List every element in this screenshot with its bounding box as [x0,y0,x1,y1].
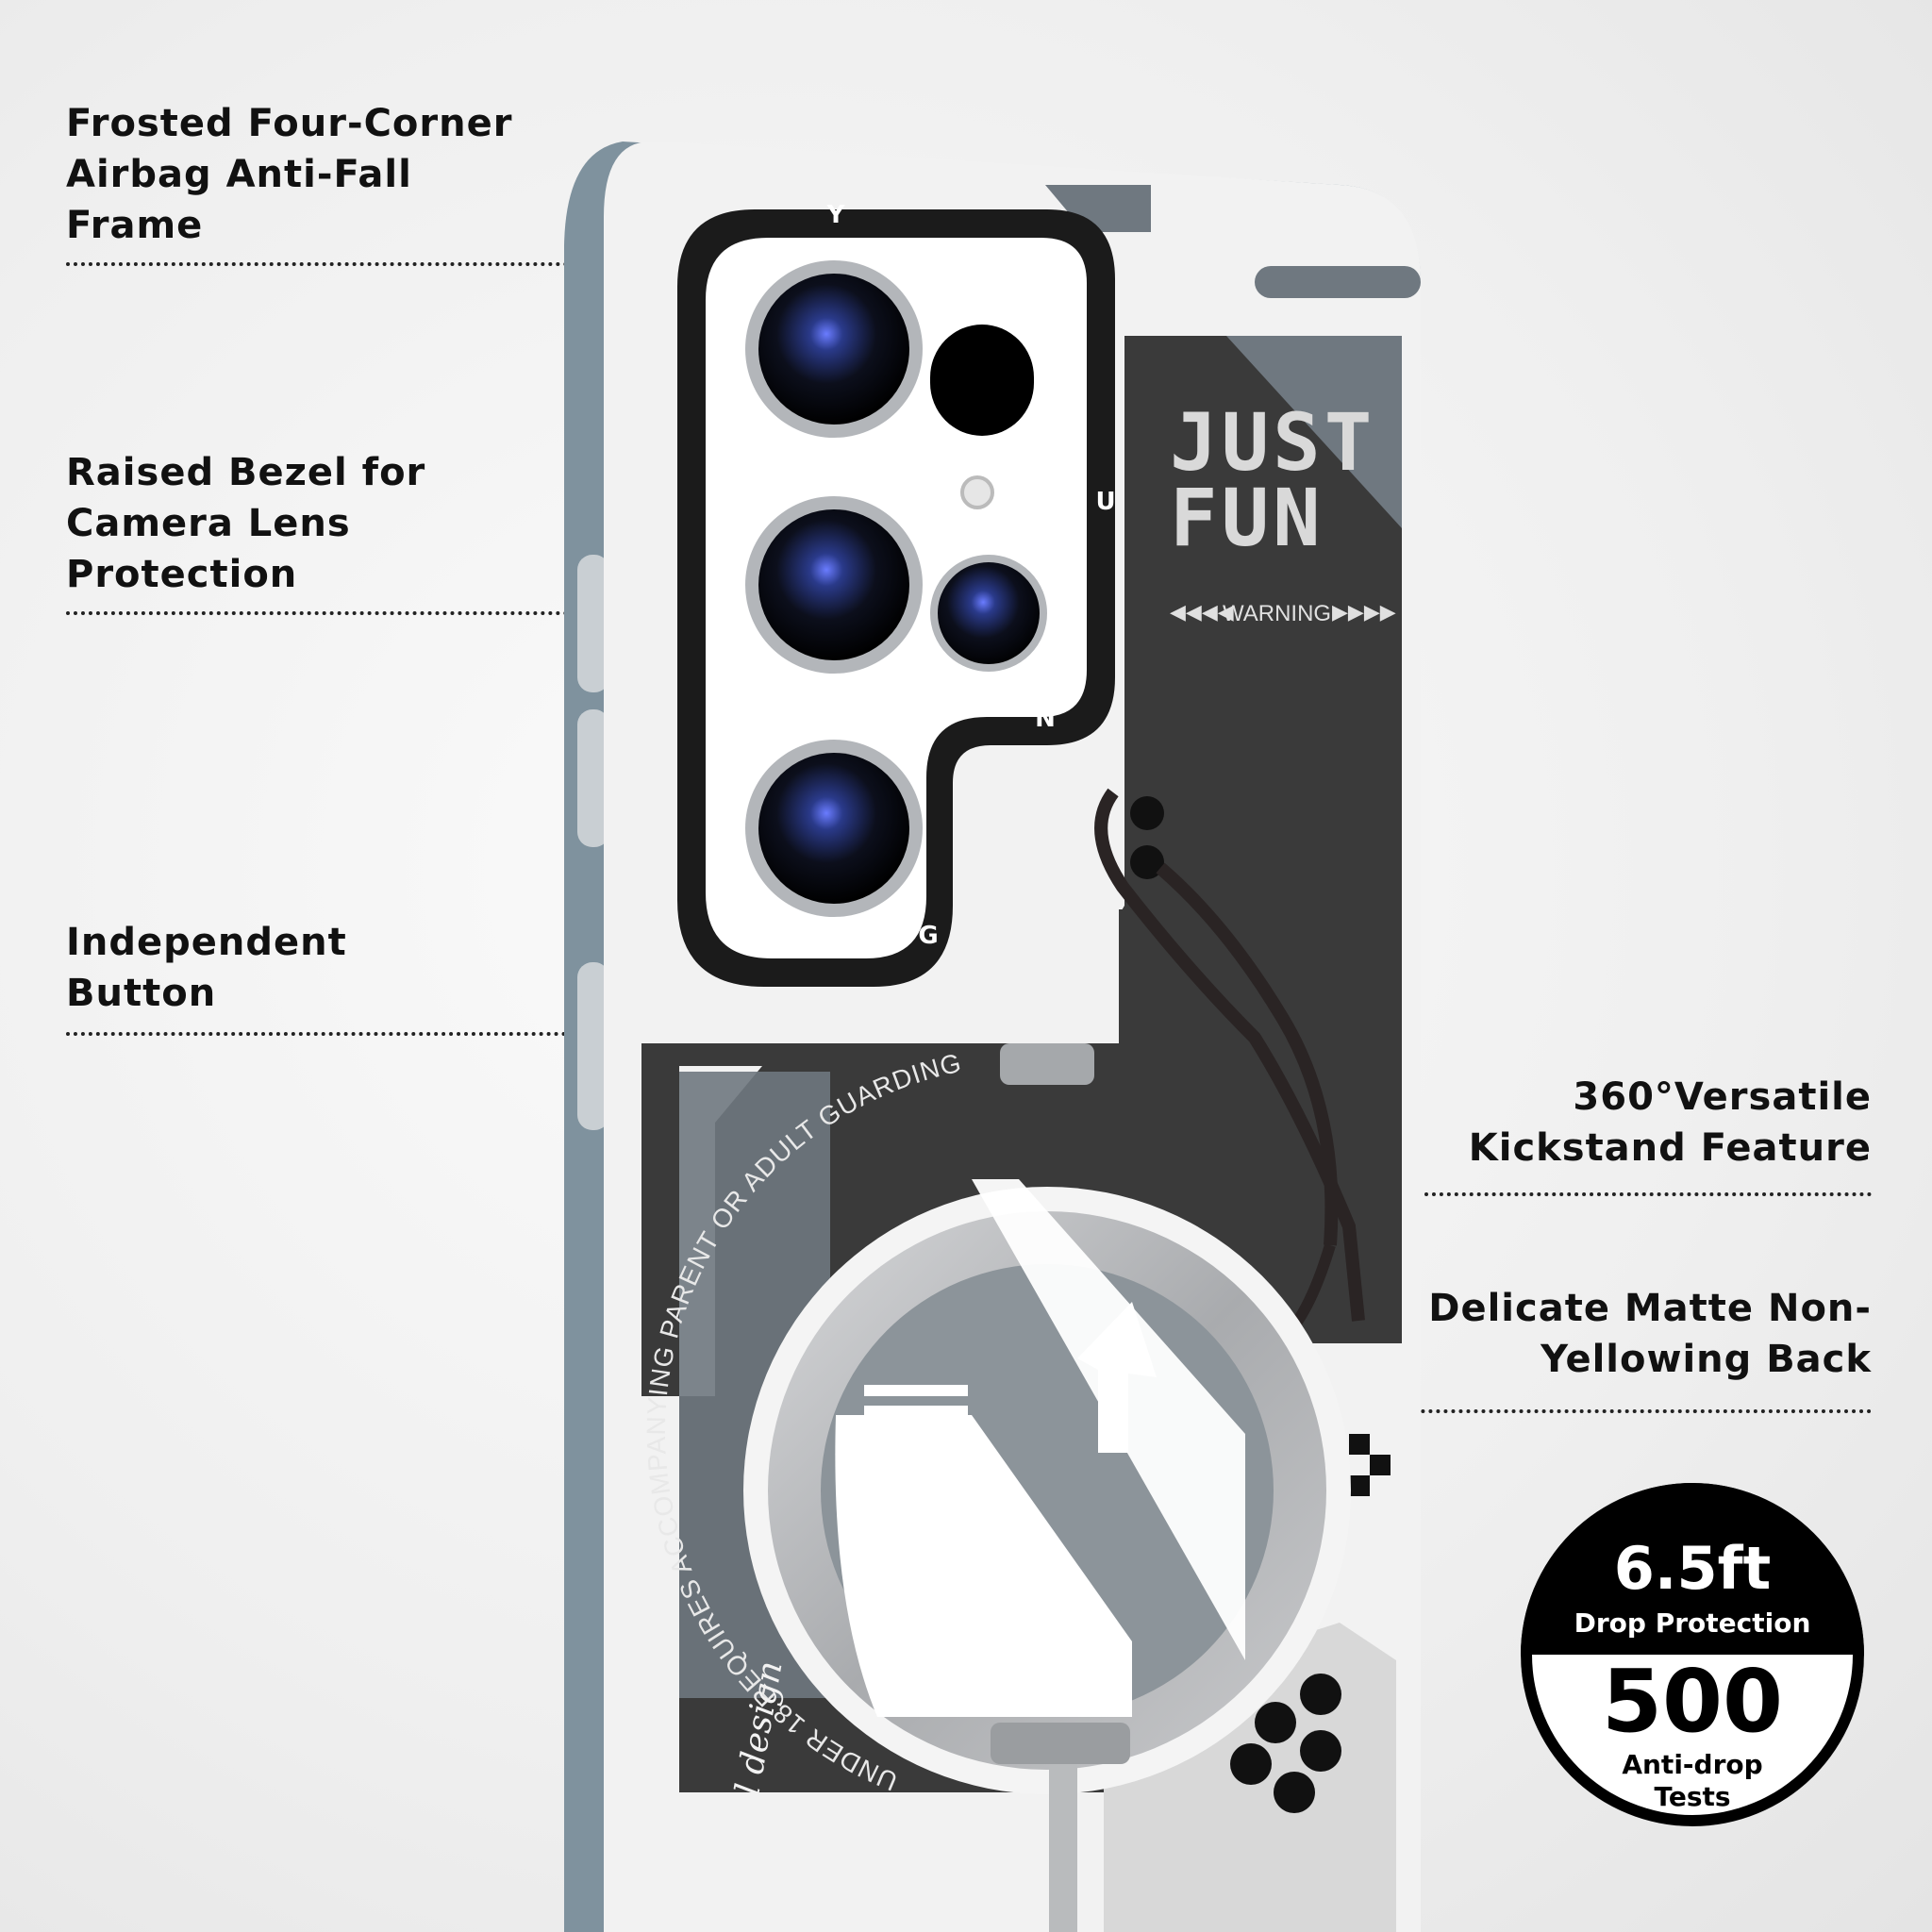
callout-button-line-2: Button [66,972,217,1015]
badge-height-label: Drop Protection [1574,1607,1811,1639]
bezel-letter-t: T [716,382,733,410]
camera-lenses [745,260,1047,917]
power-button [577,962,609,1130]
badge-count-label-2: Tests [1654,1781,1731,1812]
callout-bezel: Raised Bezel for Camera Lens Protection [66,447,425,600]
callout-frame-leader [66,262,613,266]
callout-back-line-2: Yellowing Back [1541,1338,1872,1381]
callout-frame: Frosted Four-Corner Airbag Anti-Fall Fra… [66,98,512,251]
volume-up-button [577,555,609,692]
lanyard-hole-1 [1130,796,1164,830]
callout-frame-line-3: Frame [66,204,204,247]
flash-icon [960,475,994,509]
callout-bezel-line-3: Protection [66,553,298,596]
four-dot-graphic [1230,1674,1341,1813]
badge-count: 500 [1601,1651,1784,1752]
callout-bezel-leader [66,611,726,615]
bezel-letter-o: O [1037,258,1058,286]
callout-bezel-line-2: Camera Lens [66,502,351,545]
headline-line-2: FUN [1170,472,1324,564]
kickstand-hinge [991,1723,1130,1764]
lanyard-cord [1094,788,1365,1322]
callout-bezel-line-1: Raised Bezel for [66,451,426,494]
bezel-letter-y: Y [826,201,846,229]
callout-back-line-1: Delicate Matte Non- [1428,1287,1872,1330]
arrow-up-icon [1077,1302,1157,1453]
callout-kickstand-line-1: 360°Versatile [1573,1075,1872,1119]
headline-line-1: JUST [1170,396,1375,489]
badge-count-label-1: Anti-drop [1622,1749,1763,1780]
warning-label: WARNING [1223,601,1331,626]
lens-4-icon [930,555,1047,672]
lens-1-icon [758,274,909,425]
bezel-letter-i: I [718,650,727,678]
bezel-letter-k: K [741,912,761,941]
warning-arrows-right-icon: ▶▶▶▶ [1332,601,1396,625]
badge-ring [1521,1483,1864,1826]
callout-back: Delicate Matte Non- Yellowing Back [1428,1283,1872,1385]
callout-back-leader [1149,1409,1872,1413]
callout-button: Independent Button [66,917,347,1019]
bezel-letter-g: G [918,922,938,950]
warning-arrows-left-icon: ◀◀◀◀ [1170,601,1234,625]
bezel-letter-n: N [1035,705,1056,733]
callout-button-leader [66,1032,611,1036]
callout-frame-line-1: Frosted Four-Corner [66,102,513,145]
badge-count-label: Anti-drop Tests [1521,1749,1864,1813]
lens-2-icon [758,509,909,660]
lens-3-icon [758,753,909,904]
callout-frame-line-2: Airbag Anti-Fall [66,153,412,196]
badge-height: 6.5ft [1613,1534,1772,1603]
callout-kickstand: 360°Versatile Kickstand Feature [1469,1072,1872,1174]
callout-kickstand-line-2: Kickstand Feature [1468,1126,1872,1170]
callout-button-line-1: Independent [66,921,347,964]
graphic-dark-panel [1119,336,1402,943]
drop-protection-badge: 6.5ft Drop Protection 500 Anti-drop Test… [1521,1483,1864,1826]
bezel-letter-u: U [1095,488,1115,516]
volume-down-button [577,709,609,847]
sensor-icon [930,325,1034,436]
kickstand-clip [1000,1043,1094,1085]
lanyard-hole-2 [1130,845,1164,879]
callout-kickstand-leader [1424,1192,1872,1196]
